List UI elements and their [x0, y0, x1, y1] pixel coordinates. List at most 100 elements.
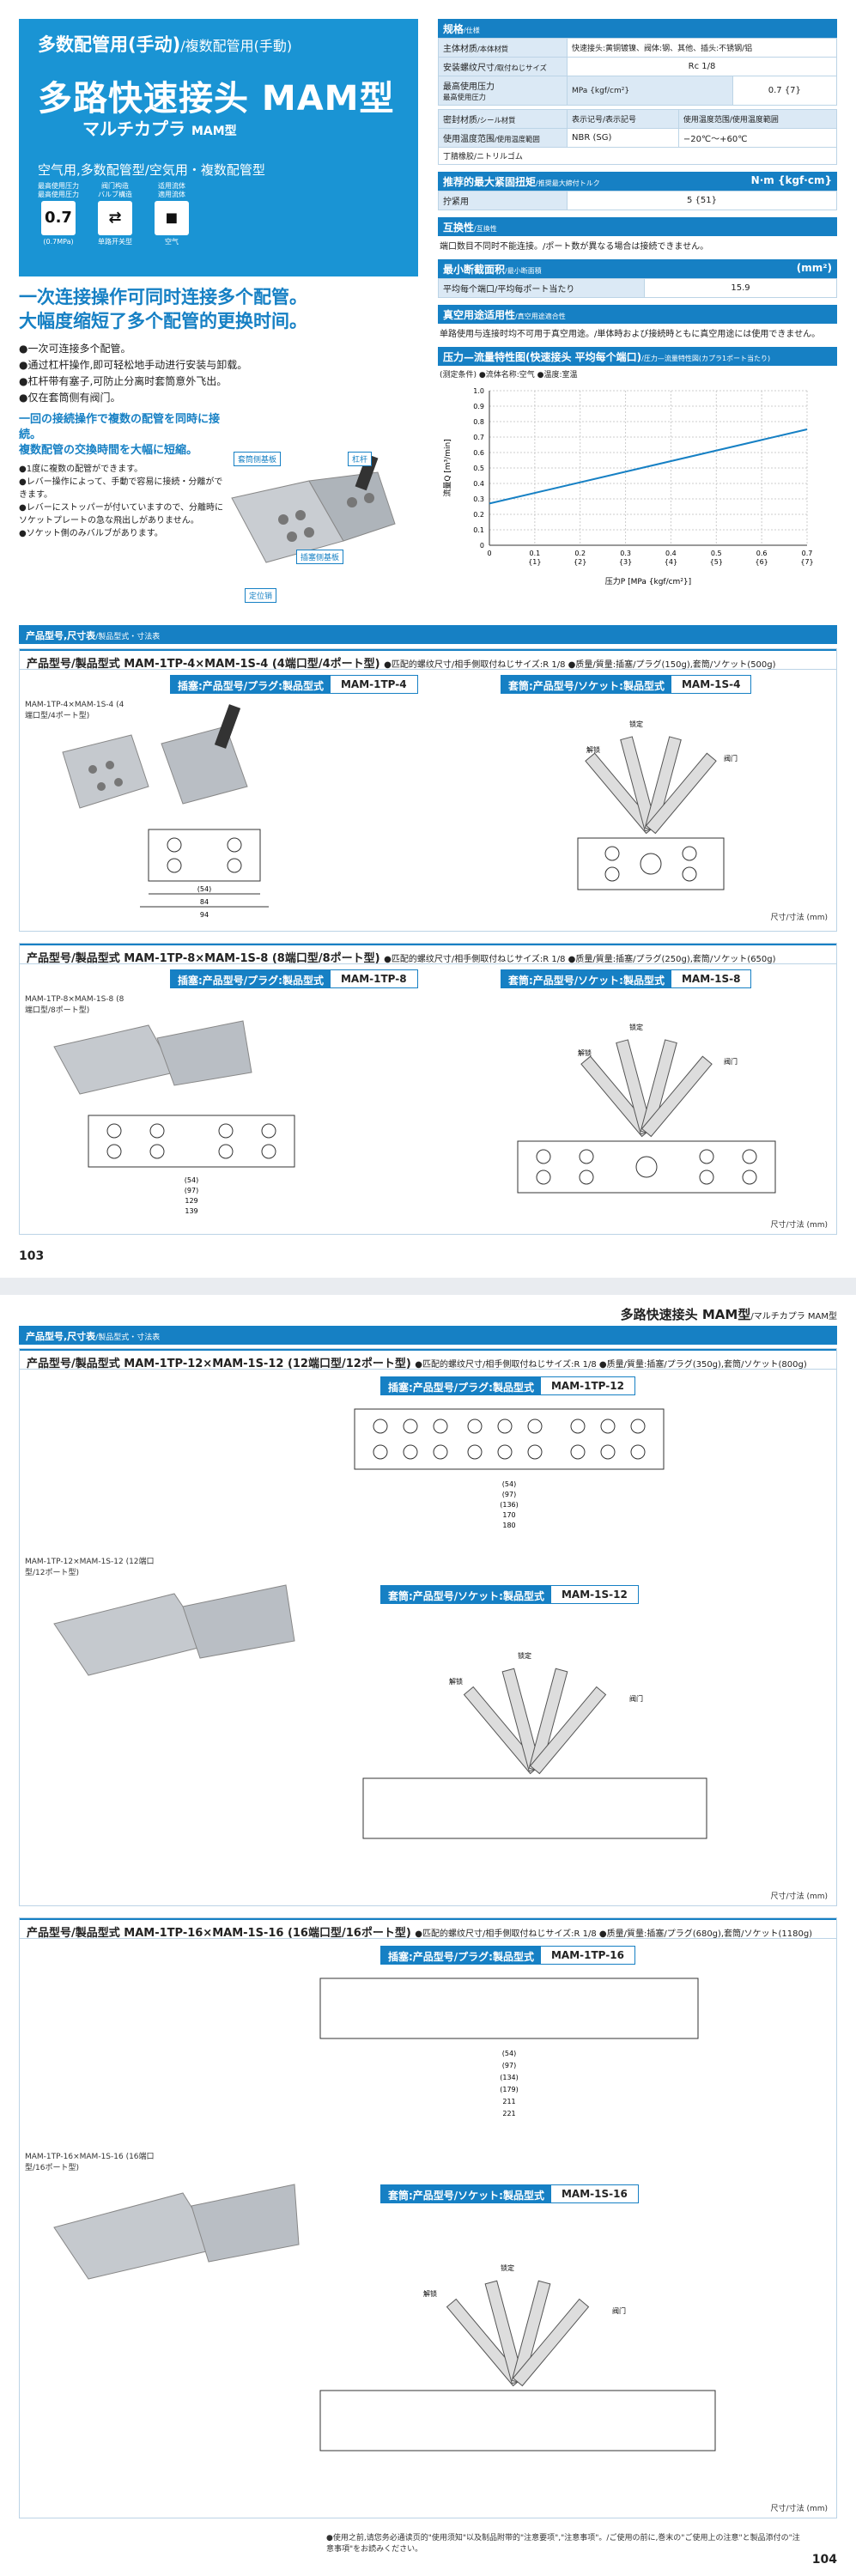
model-title: 产品型号/製品型式 MAM-1TP-8×MAM-1S-8 (8端口型/8ポート型…: [20, 944, 836, 965]
products-band-2: 产品型号,尺寸表/製品型式・寸法表: [19, 1326, 837, 1345]
port-hole: [373, 1419, 388, 1434]
feature-jp-item: ●レバー操作によって、手動で容易に接続・分離ができます。: [19, 477, 223, 500]
port-hole: [497, 1419, 513, 1434]
flow-conditions: (测定条件) ●流体名称:空气 ●温度:室温: [440, 371, 578, 380]
svg-text:解锁: 解锁: [423, 2289, 437, 2298]
svg-text:211: 211: [502, 2098, 515, 2105]
svg-text:解锁: 解锁: [449, 1677, 463, 1686]
feature-jp-item: ●レバーにストッパーが付いていますので、分離時にソケットプレートの急な飛出しがあ…: [19, 502, 224, 526]
model-block-12: 产品型号/製品型式 MAM-1TP-12×MAM-1S-12 (12端口型/12…: [19, 1348, 837, 1906]
page-104: 多路快速接头 MAM型/マルチカプラ MAM型 产品型号,尺寸表/製品型式・寸法…: [0, 1295, 856, 2576]
port-hole: [403, 1444, 418, 1460]
model-title: 产品型号/製品型式 MAM-1TP-16×MAM-1S-16 (16端口型/16…: [20, 1918, 836, 1940]
spec-key: 最高使用压力最高使用圧力: [438, 76, 568, 106]
y-tick-label: 0.7: [473, 434, 484, 441]
y-axis-label: 流量Q [m³/min]: [442, 439, 452, 496]
x-tick-label: {2}: [574, 558, 586, 566]
svg-text:(97): (97): [502, 1491, 516, 1498]
spec-table: 主体材质/本体材質快速接头:黄铜镀镍、阀体:钢、其他、插头:不锈钢/铝 安装螺纹…: [438, 38, 838, 106]
feature-item: ●仅在套筒侧有阀门。: [19, 392, 121, 404]
feature-jp-headline-2: 複数配管の交換時間を大幅に短縮。: [19, 444, 198, 458]
x-tick-label: 0.6: [756, 550, 768, 557]
svg-text:180: 180: [502, 1522, 515, 1529]
svg-text:(97): (97): [502, 2062, 516, 2069]
svg-text:(54): (54): [502, 1480, 516, 1488]
seal-value: NBR (SG): [567, 128, 679, 148]
svg-text:解锁: 解锁: [586, 745, 600, 754]
vacuum-header: 真空用途适用性/真空用途適合性: [438, 305, 837, 324]
callout-locating-pin: 定位销: [245, 588, 277, 603]
feature-item: ●一次可连接多个配管。: [19, 342, 131, 355]
model-block-4: 产品型号/製品型式 MAM-1TP-4×MAM-1S-4 (4端口型/4ポート型…: [19, 648, 837, 932]
x-tick-label: 0.1: [529, 550, 540, 557]
y-tick-label: 0.5: [473, 465, 484, 472]
seal-head: 使用温度范围/使用温度範囲: [677, 109, 838, 129]
spec-key: 主体材质/本体材質: [438, 38, 568, 58]
model-caption: MAM-1TP-8×MAM-1S-8 (8端口型/8ポート型): [25, 995, 124, 1015]
x-tick-label: 0.2: [574, 550, 586, 557]
y-tick-label: 0.2: [473, 511, 484, 519]
svg-text:(136): (136): [500, 1501, 519, 1509]
model-caption: MAM-1TP-12×MAM-1S-12 (12端口型/12ポート型): [25, 1558, 155, 1577]
svg-text:阀门: 阀门: [612, 2306, 626, 2315]
x-tick-label: {1}: [528, 558, 541, 566]
model-title: 产品型号/製品型式 MAM-1TP-12×MAM-1S-12 (12端口型/12…: [20, 1349, 836, 1370]
port-hole: [433, 1444, 448, 1460]
seal-key: 使用温度范围/使用温度範囲: [438, 128, 568, 148]
vacuum-text: 单路使用与连接时均不可用于真空用途。/単体時および接続時ともに真空用途には使用で…: [440, 330, 821, 339]
x-tick-label: {4}: [665, 558, 677, 566]
port-hole: [570, 1419, 586, 1434]
hero-product-jp: マルチカプラ MAM型: [82, 118, 237, 139]
spec-section: 规格/仕様 主体材质/本体材質快速接头:黄铜镀镍、阀体:钢、其他、插头:不锈钢/…: [438, 19, 838, 600]
feature-headline-1: 一次连接操作可同时连接多个配管。: [19, 287, 307, 307]
feature-jp-headline-1: 一回の接続操作で複数の配管を同時に接続。: [19, 413, 221, 442]
svg-text:锁定: 锁定: [501, 2263, 514, 2272]
feature-item: ●通过杠杆操作,即可轻松地手动进行安装与卸载。: [19, 358, 248, 371]
product-photo-12: [53, 1584, 295, 1676]
model-title: 产品型号/製品型式 MAM-1TP-4×MAM-1S-4 (4端口型/4ポート型…: [20, 649, 836, 671]
dim-unit: 尺寸/寸法 (mm): [770, 1893, 828, 1901]
port-hole: [433, 1419, 448, 1434]
dim-unit: 尺寸/寸法 (mm): [770, 914, 828, 922]
feature-headline-2: 大幅度缩短了多个配管的更换时间。: [19, 311, 307, 332]
callout-lever: 杠杆: [348, 452, 373, 466]
spec-value: 0.7 {7}: [732, 76, 838, 106]
fluid-icon: 适用流体適用流体◼空气: [149, 182, 194, 246]
page-103: 多数配管用(手动)/複数配管用(手動) 多路快速接头 MAM型 マルチカプラ M…: [0, 0, 856, 1278]
page-gap: [0, 1278, 856, 1295]
y-tick-label: 0.6: [473, 449, 484, 457]
product-photo: [215, 447, 412, 592]
x-tick-label: 0.3: [620, 550, 631, 557]
x-tick-label: {7}: [800, 558, 813, 566]
y-tick-label: 0.8: [473, 418, 484, 426]
compat-header: 互换性/互換性: [438, 217, 837, 236]
model-block-16: 产品型号/製品型式 MAM-1TP-16×MAM-1S-16 (16端口型/16…: [19, 1917, 837, 2518]
svg-text:(179): (179): [500, 2086, 519, 2093]
port-hole: [630, 1419, 646, 1434]
product-photo-16: [53, 2184, 300, 2280]
page2-header: 多路快速接头 MAM型/マルチカプラ MAM型: [620, 1307, 837, 1322]
port-hole: [467, 1444, 483, 1460]
port-hole: [497, 1444, 513, 1460]
product-photo-8: [53, 1020, 252, 1095]
model-caption: MAM-1TP-4×MAM-1S-4 (4端口型/4ポート型): [25, 701, 124, 720]
plug-photo: [62, 734, 149, 809]
y-tick-label: 1.0: [473, 387, 484, 395]
plug-drawing-4: (54) 84 94: [140, 829, 269, 919]
port-hole: [570, 1444, 586, 1460]
svg-text:170: 170: [502, 1511, 515, 1519]
svg-text:(54): (54): [185, 1176, 198, 1184]
svg-text:阀门: 阀门: [724, 1057, 738, 1066]
dim-unit: 尺寸/寸法 (mm): [770, 2505, 828, 2513]
hero-panel: 多数配管用(手动)/複数配管用(手動) 多路快速接头 MAM型 マルチカプラ M…: [19, 19, 418, 276]
spec-value: 快速接头:黄铜镀镍、阀体:钢、其他、插头:不锈钢/铝: [567, 38, 837, 58]
feature-jp-item: ●1度に複数の配管ができます。: [19, 464, 143, 474]
